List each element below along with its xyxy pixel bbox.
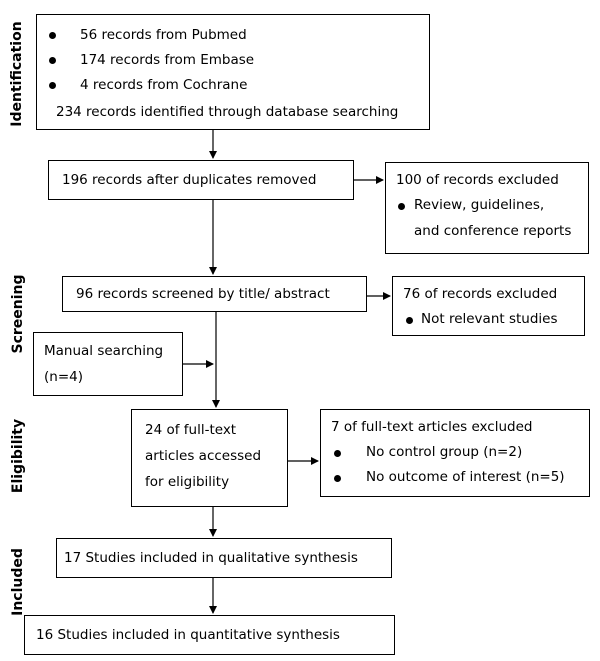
bullet-icon [334, 475, 341, 482]
identification-total: 234 records identified through database … [56, 104, 399, 120]
full-text-line-3: for eligibility [145, 474, 230, 490]
bullet-icon [49, 57, 56, 64]
full-text-box [131, 409, 288, 507]
excluded-reason-3a: No control group (n=2) [366, 444, 523, 460]
quantitative-synthesis-box [24, 615, 395, 655]
excluded-records-title-2: 76 of records excluded [403, 286, 558, 302]
identification-item-pubmed: 56 records from Pubmed [80, 27, 247, 43]
manual-searching-count: (n=4) [44, 369, 83, 385]
full-text-line-1: 24 of full-text [145, 422, 237, 438]
excluded-reason-1a: Review, guidelines, [414, 197, 545, 213]
qualitative-synthesis-text: 17 Studies included in qualitative synth… [64, 550, 358, 566]
identification-item-embase: 174 records from Embase [80, 52, 255, 68]
qualitative-synthesis-box [56, 538, 392, 578]
bullet-icon [49, 32, 56, 39]
full-text-line-2: articles accessed [145, 448, 262, 464]
identification-box [36, 14, 430, 130]
quantitative-synthesis-text: 16 Studies included in quantitative synt… [36, 627, 340, 643]
bullet-icon [334, 450, 341, 457]
excluded-reason-3b: No outcome of interest (n=5) [366, 469, 565, 485]
excluded-fulltext-title: 7 of full-text articles excluded [331, 419, 533, 435]
excluded-fulltext-box [320, 409, 590, 497]
bullet-icon [406, 317, 413, 324]
manual-searching-text: Manual searching [44, 343, 164, 359]
excluded-reason-2: Not relevant studies [421, 311, 558, 327]
screened-box [62, 276, 367, 312]
duplicates-removed-text: 196 records after duplicates removed [62, 172, 317, 188]
bullet-icon [398, 203, 405, 210]
screened-text: 96 records screened by title/ abstract [76, 286, 330, 302]
excluded-records-title-1: 100 of records excluded [396, 172, 559, 188]
excluded-reason-1b: and conference reports [414, 223, 572, 239]
manual-searching-box [33, 332, 183, 396]
excluded-records-box-2 [392, 276, 585, 336]
excluded-records-box-1 [385, 162, 589, 254]
identification-item-cochrane: 4 records from Cochrane [80, 77, 248, 93]
duplicates-removed-box [48, 160, 354, 200]
bullet-icon [49, 82, 56, 89]
